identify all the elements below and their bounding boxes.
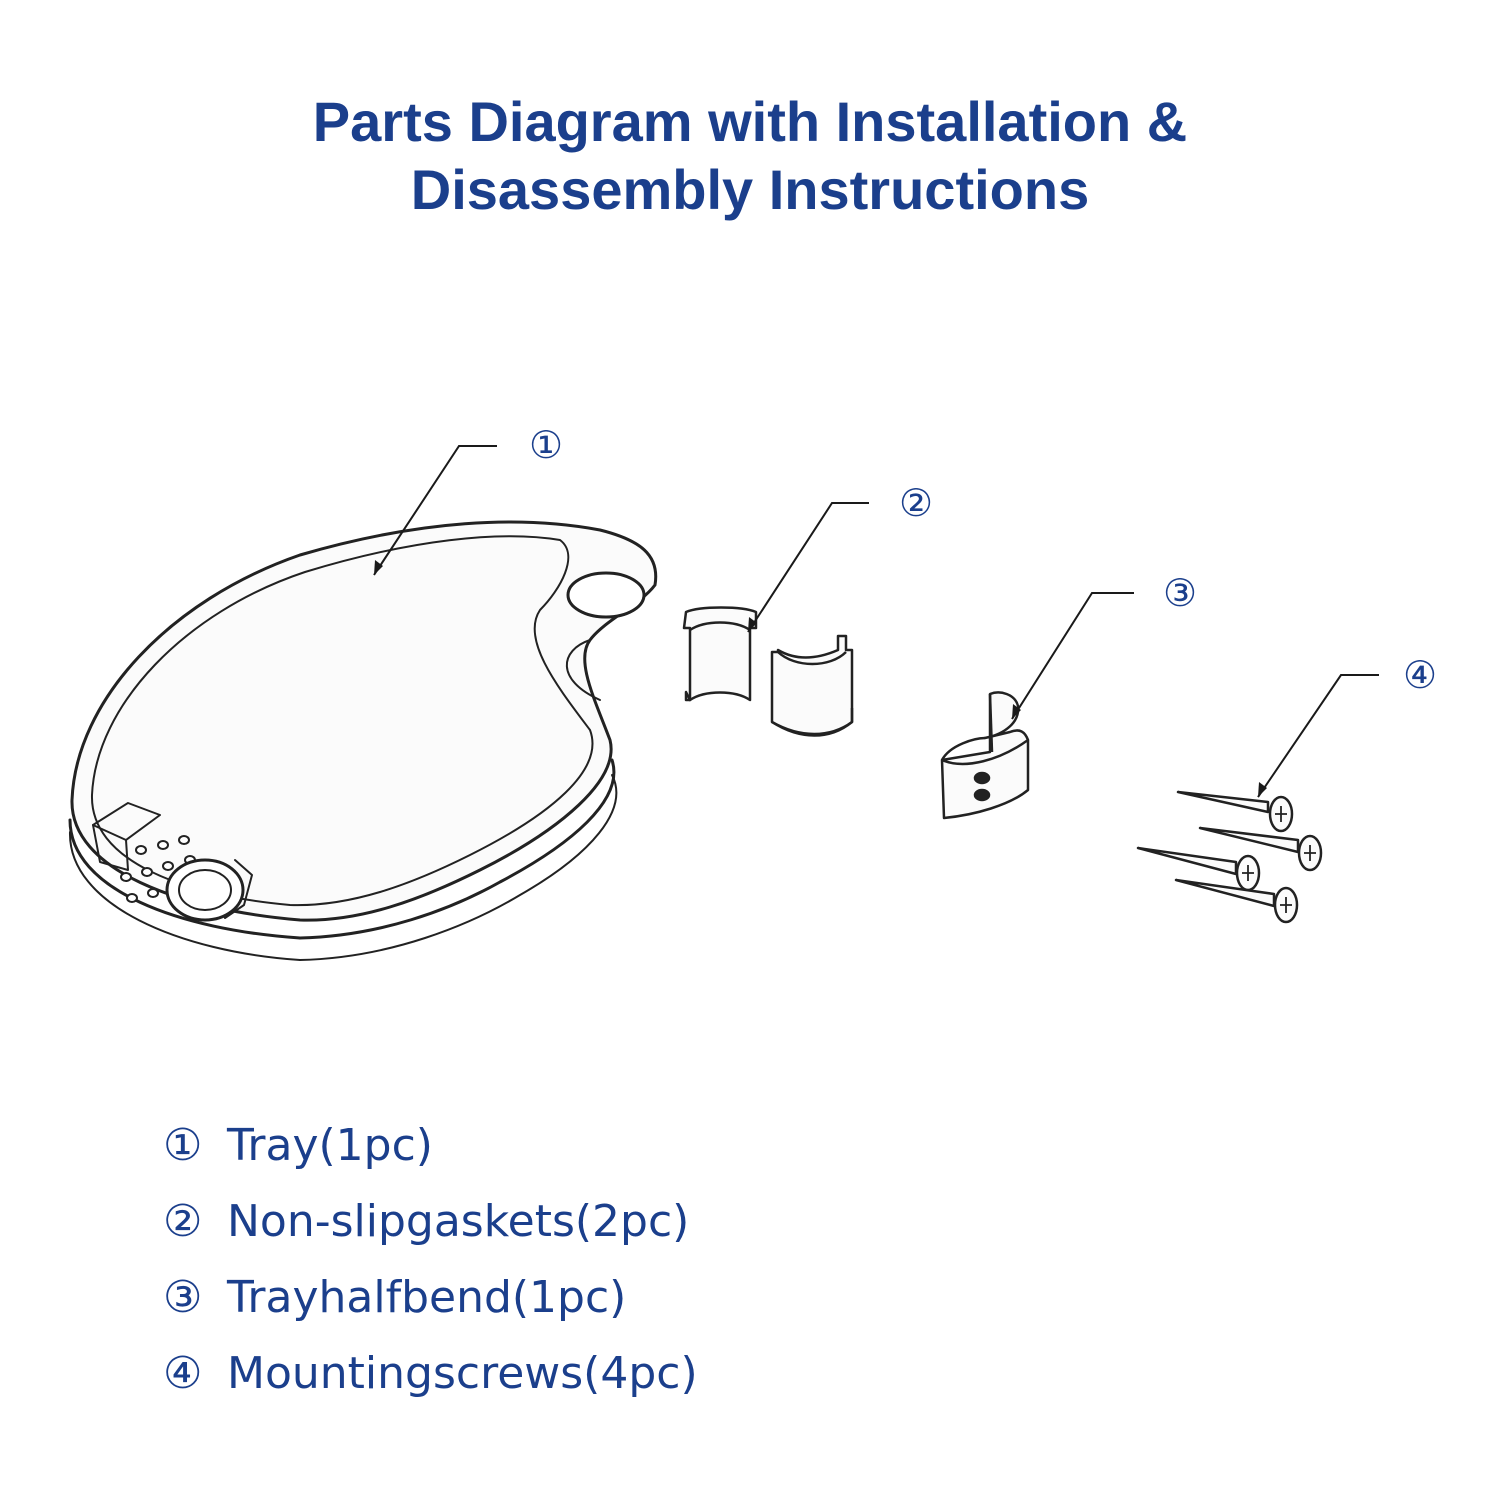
tray-illustration <box>68 520 658 961</box>
arrowhead-1 <box>374 560 383 575</box>
parts-list-item: ② Non-slipgaskets(2pc) <box>163 1184 698 1260</box>
part-number: ④ <box>163 1348 203 1399</box>
page-title: Parts Diagram with Installation & Disass… <box>0 88 1500 224</box>
part-number: ② <box>163 1196 203 1247</box>
leader-line-2 <box>747 502 869 633</box>
screw-3 <box>1136 846 1261 892</box>
callout-3: ③ <box>1163 571 1197 615</box>
callout-4: ④ <box>1403 653 1437 697</box>
part-number: ③ <box>163 1272 203 1323</box>
callout-2: ② <box>899 481 933 525</box>
part-number: ① <box>163 1120 203 1171</box>
part-label: Mountingscrews(4pc) <box>227 1348 698 1399</box>
half-bend-illustration <box>940 691 1030 820</box>
screw-4 <box>1174 878 1299 924</box>
arrowhead-2 <box>748 617 757 632</box>
callout-1: ① <box>529 423 563 467</box>
arrowhead-3 <box>1012 704 1021 719</box>
title-line-1: Parts Diagram with Installation & <box>312 90 1188 153</box>
parts-list-item: ③ Trayhalfbend(1pc) <box>163 1260 698 1336</box>
screws-illustration <box>1136 790 1323 924</box>
part-label: Trayhalfbend(1pc) <box>227 1272 627 1323</box>
parts-list: ① Tray(1pc) ② Non-slipgaskets(2pc) ③ Trayha… <box>163 1108 698 1412</box>
leader-line-3 <box>1011 592 1134 720</box>
gaskets-illustration <box>682 606 854 737</box>
parts-list-item: ① Tray(1pc) <box>163 1108 698 1184</box>
leader-line-4 <box>1257 674 1379 798</box>
screw-1 <box>1176 790 1294 833</box>
leader-line-1 <box>373 445 497 576</box>
leader-lines <box>373 445 1379 798</box>
parts-list-item: ④ Mountingscrews(4pc) <box>163 1336 698 1412</box>
screw-2 <box>1198 826 1323 872</box>
arrowhead-4 <box>1258 782 1267 797</box>
part-label: Non-slipgaskets(2pc) <box>227 1196 690 1247</box>
part-label: Tray(1pc) <box>227 1120 433 1171</box>
title-line-2: Disassembly Instructions <box>410 158 1090 221</box>
